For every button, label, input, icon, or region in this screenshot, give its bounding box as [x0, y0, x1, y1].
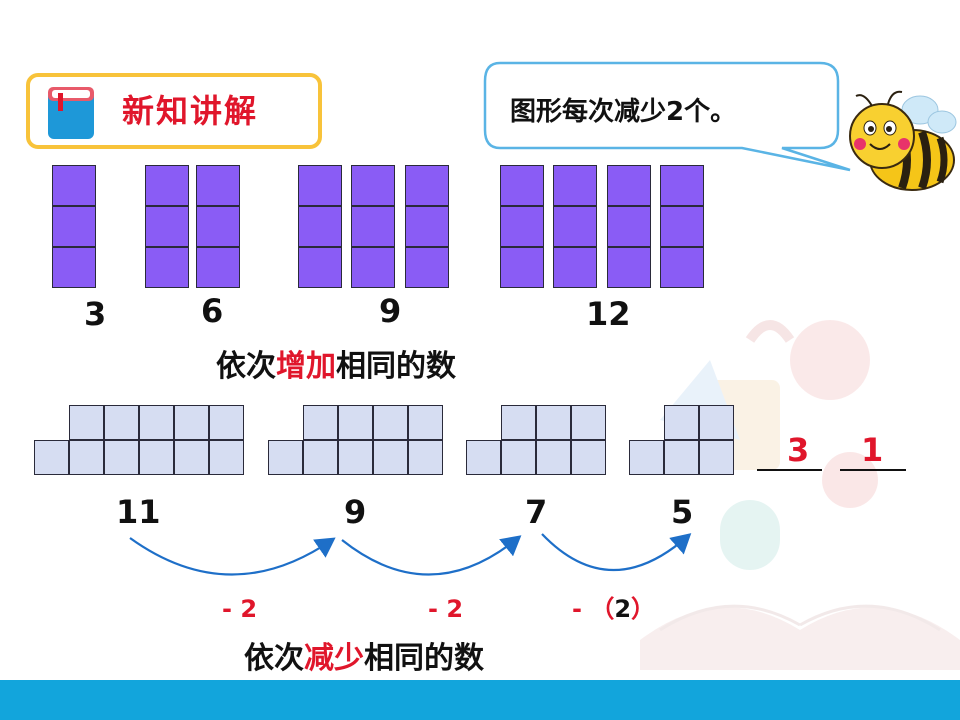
difference-label-blank: - （2） — [572, 595, 655, 623]
count-number: 11 — [116, 493, 161, 531]
decrease-sentence: 依次减少相同的数 — [244, 640, 484, 678]
sentence-highlight: 增加 — [276, 349, 336, 384]
count-number: 3 — [84, 295, 107, 333]
step-arrows — [129, 533, 692, 576]
purple-column — [660, 165, 704, 288]
background-decoration — [640, 320, 960, 670]
purple-column — [196, 165, 240, 288]
speech-bubble — [483, 61, 851, 172]
count-number: 6 — [201, 292, 224, 330]
count-number: 9 — [379, 292, 402, 330]
section-title-badge: 新知讲解 — [26, 73, 322, 149]
answer-underline — [840, 469, 906, 471]
answer-underline — [757, 469, 822, 471]
purple-column — [145, 165, 189, 288]
purple-column — [500, 165, 544, 288]
bottom-bar — [0, 680, 960, 720]
bee-mascot-icon — [849, 90, 957, 191]
arrow-icon — [129, 537, 336, 576]
paren-close: ） — [631, 595, 656, 623]
count-number: 12 — [586, 295, 631, 333]
purple-column — [607, 165, 651, 288]
speech-text: 图形每次减少2个。 — [510, 97, 737, 127]
count-number: 5 — [671, 493, 694, 531]
sentence-suffix: 相同的数 — [336, 349, 456, 384]
count-number: 7 — [525, 493, 548, 531]
purple-column — [405, 165, 449, 288]
answer-blank-1: 3 — [787, 431, 810, 469]
book-icon — [48, 87, 94, 139]
purple-column — [351, 165, 395, 288]
paren-open: （ — [590, 595, 615, 623]
purple-column — [52, 165, 96, 288]
difference-value: 2 — [614, 595, 632, 623]
difference-sign: - — [572, 595, 582, 623]
difference-label: - 2 — [428, 595, 464, 623]
arrow-icon — [341, 535, 522, 576]
answer-blank-2: 1 — [861, 431, 884, 469]
section-title: 新知讲解 — [122, 92, 259, 130]
count-number: 9 — [344, 493, 367, 531]
sentence-suffix: 相同的数 — [364, 641, 484, 676]
sentence-prefix: 依次 — [244, 641, 304, 676]
purple-column — [298, 165, 342, 288]
difference-label: - 2 — [222, 595, 258, 623]
sentence-highlight: 减少 — [304, 641, 364, 676]
increase-sentence: 依次增加相同的数 — [216, 348, 456, 386]
arrow-icon — [541, 533, 692, 572]
sentence-prefix: 依次 — [216, 349, 276, 384]
purple-column — [553, 165, 597, 288]
